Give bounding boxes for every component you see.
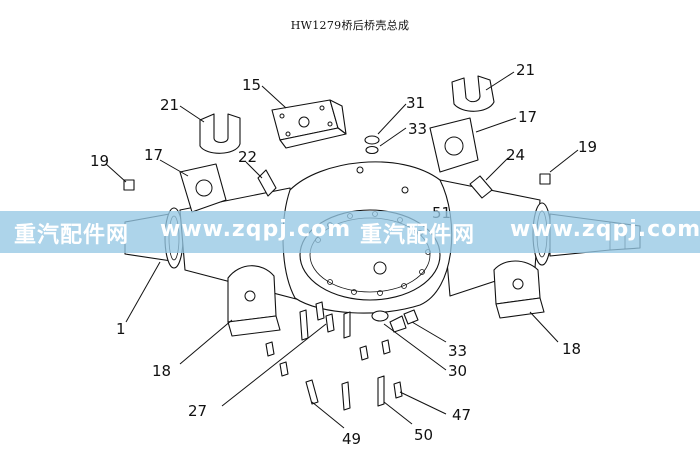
lower-saddle-right [493,260,545,319]
diagram-title: HW1279桥后桥壳总成 [290,19,410,32]
watermark-text: 重汽配件网 [14,223,130,248]
nut-right [539,173,551,185]
nut-left [123,179,135,191]
leader-lines [105,71,579,429]
watermark-text: www.zqpj.com [510,217,700,242]
watermark-text: 重汽配件网 [360,223,476,248]
bolt-set [265,301,419,411]
callout-33-top: 33 [408,120,427,138]
callout-33-bottom: 33 [448,342,467,360]
callout-49: 49 [342,430,361,448]
callout-47: 47 [452,406,471,424]
callout-18-right: 18 [562,340,581,358]
watermark-banner: 重汽配件网 www.zqpj.com 重汽配件网 www.zqpj.com [0,211,700,253]
lower-saddle-left [227,265,281,337]
u-bracket-right [451,75,495,112]
watermark-text: www.zqpj.com [160,217,352,242]
callout-labels: 15 21 21 31 33 17 17 19 22 24 19 51 1 18… [90,61,597,448]
stud-right [469,175,493,199]
callout-31: 31 [406,94,425,112]
washers [364,135,380,155]
callout-1: 1 [116,320,126,338]
callout-21-right: 21 [516,61,535,79]
callout-50: 50 [414,426,433,444]
callout-17-left: 17 [144,146,163,164]
callout-17-right: 17 [518,108,537,126]
spring-seat-plate [271,99,347,149]
u-bracket-left [199,113,241,154]
callout-24: 24 [506,146,525,164]
callout-19-left: 19 [90,152,109,170]
stud-left [257,169,277,197]
callout-15: 15 [242,76,261,94]
callout-18-left: 18 [152,362,171,380]
callout-27: 27 [188,402,207,420]
spring-pad-left [179,163,227,213]
callout-19-right: 19 [578,138,597,156]
spring-pad-right [429,117,479,173]
callout-21-left: 21 [160,96,179,114]
callout-22: 22 [238,148,257,166]
callout-30: 30 [448,362,467,380]
